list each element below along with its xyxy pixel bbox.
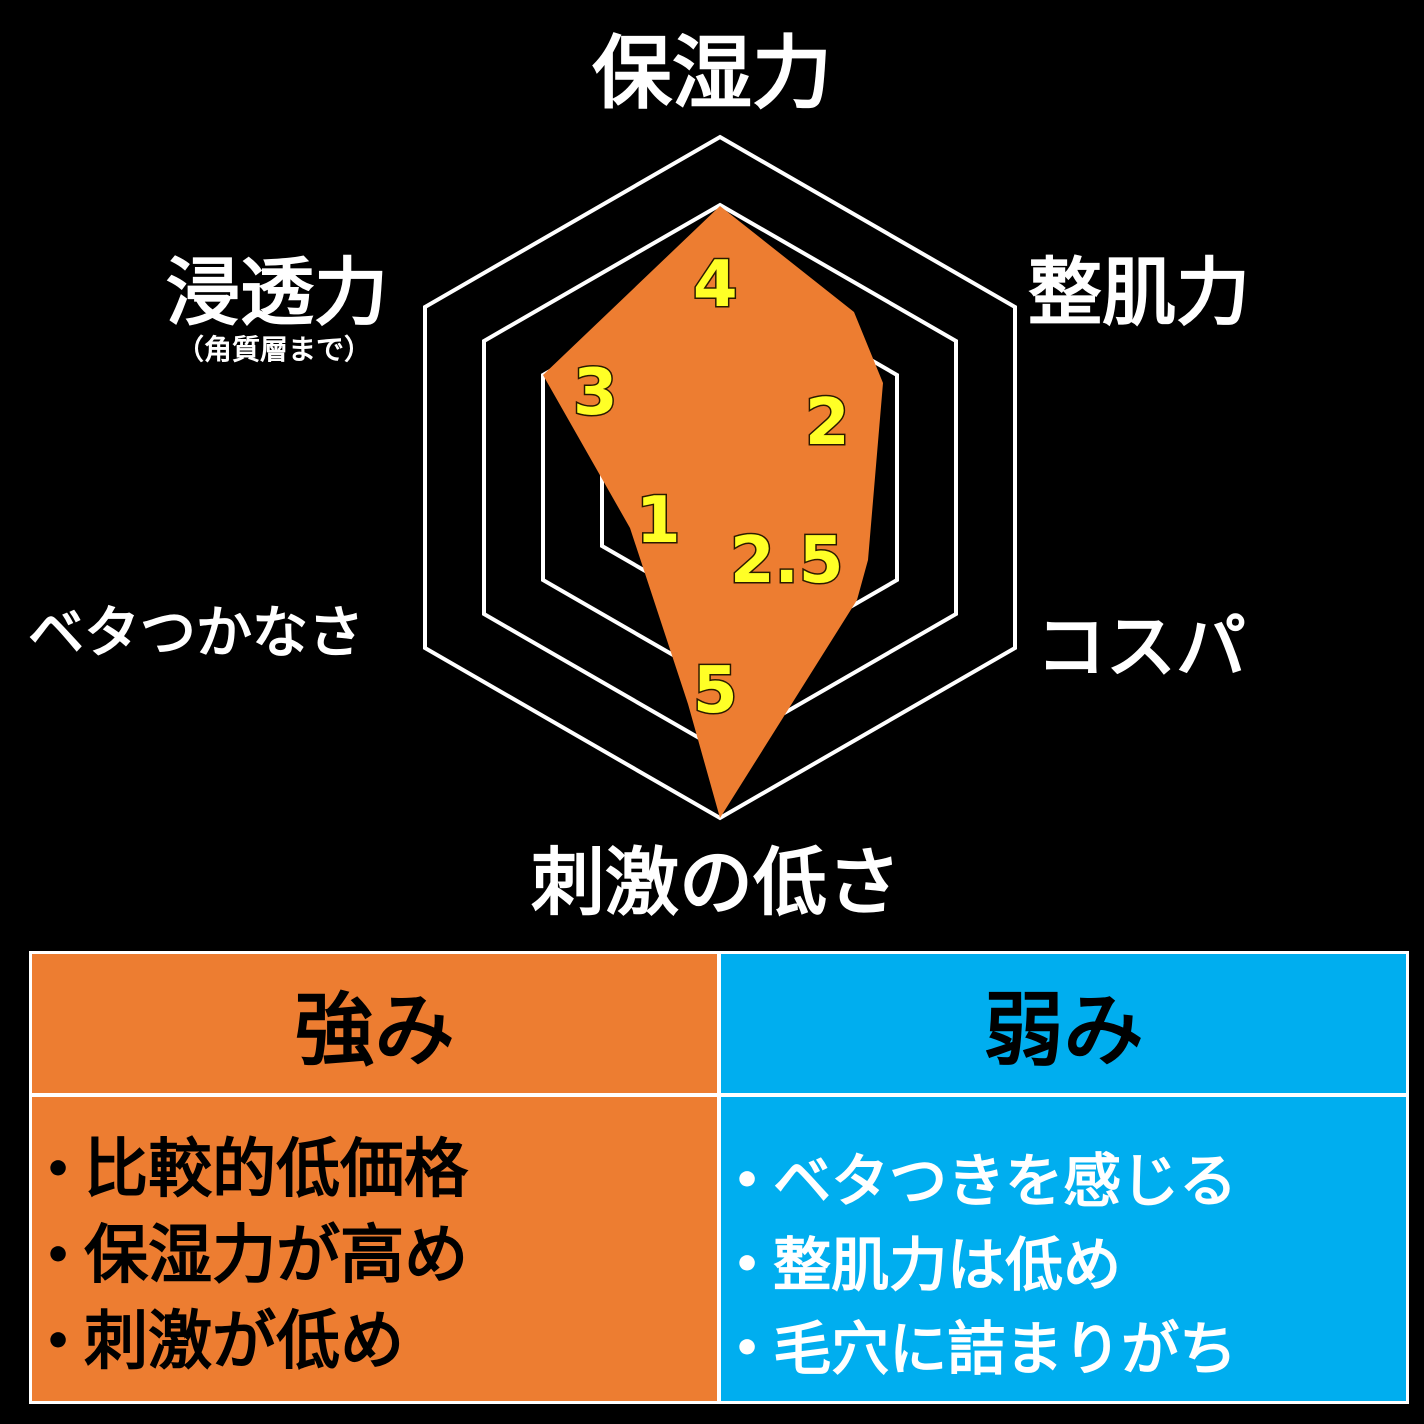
value-label-penetration: 3 bbox=[573, 356, 618, 430]
value-label-cost-performance: 2.5 bbox=[730, 524, 843, 598]
axis-label-cost-performance: コスパ bbox=[1036, 606, 1246, 688]
radar-chart: 4 2 2.5 5 1 3 bbox=[423, 134, 1017, 821]
bullet-icon: • bbox=[733, 1323, 762, 1374]
value-label-non-sticky: 1 bbox=[636, 484, 681, 558]
axis-label-non-sticky: ベタつかなさ bbox=[28, 601, 364, 666]
axis-label-penetration: 浸透力 （角質層まで） bbox=[166, 256, 388, 364]
axis-label-moisture: 保湿力 bbox=[592, 27, 832, 120]
list-item: •毛穴に詰まりがち bbox=[733, 1307, 1406, 1391]
data-polygon bbox=[543, 206, 883, 818]
list-item: •比較的低価格 bbox=[44, 1127, 717, 1213]
bullet-icon: • bbox=[733, 1155, 762, 1206]
axis-label-skin-conditioning: 整肌力 bbox=[1028, 250, 1250, 336]
weaknesses-header: 弱み bbox=[721, 954, 1406, 1097]
list-item: •整肌力は低め bbox=[733, 1223, 1406, 1307]
list-item: •刺激が低め bbox=[44, 1299, 717, 1385]
list-item: •保湿力が高め bbox=[44, 1213, 717, 1299]
bullet-icon: • bbox=[44, 1316, 73, 1367]
axis-label-penetration-main: 浸透力 bbox=[166, 250, 388, 336]
strengths-list: •比較的低価格 •保湿力が高め •刺激が低め bbox=[32, 1097, 721, 1401]
bullet-icon: • bbox=[44, 1144, 73, 1195]
value-label-low-irritation: 5 bbox=[693, 654, 738, 728]
pros-cons-table: 強み 弱み •比較的低価格 •保湿力が高め •刺激が低め •ベタつきを感じる •… bbox=[29, 951, 1409, 1404]
value-label-skin-conditioning: 2 bbox=[805, 386, 850, 460]
axis-label-penetration-sub: （角質層まで） bbox=[175, 333, 372, 366]
bullet-icon: • bbox=[44, 1230, 73, 1281]
bullet-icon: • bbox=[733, 1239, 762, 1290]
axis-label-low-irritation: 刺激の低さ bbox=[531, 840, 901, 926]
value-label-moisture: 4 bbox=[693, 248, 738, 322]
weaknesses-list: •ベタつきを感じる •整肌力は低め •毛穴に詰まりがち bbox=[721, 1097, 1406, 1401]
list-item: •ベタつきを感じる bbox=[733, 1139, 1406, 1223]
strengths-header: 強み bbox=[32, 954, 721, 1097]
